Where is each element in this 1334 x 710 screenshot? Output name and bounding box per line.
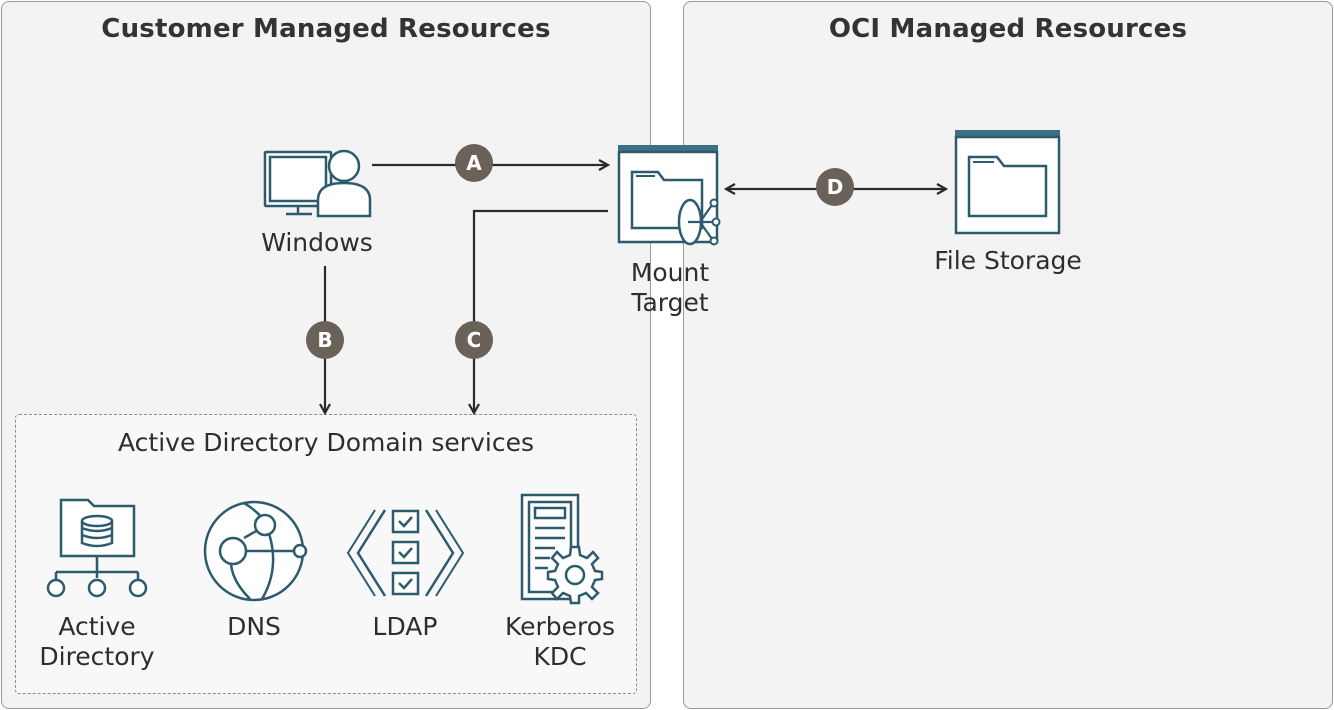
badge-b-label: B [317,328,332,352]
dns-icon [203,500,308,602]
ldap-icon [346,509,465,597]
mount-target-label: Mount Target [630,258,710,317]
file-storage-label: File Storage [934,246,1082,275]
kerberos-kdc-icon [520,493,604,605]
windows-label: Windows [261,228,373,257]
kerberos-kdc-label: Kerberos KDC [504,612,616,671]
active-directory-label: Active Directory [39,612,155,671]
badge-a: A [455,144,493,182]
badge-b: B [306,321,344,359]
oci-panel-title: OCI Managed Resources [828,14,1188,44]
oci-managed-panel: OCI Managed Resources [683,1,1333,709]
file-storage-icon [954,130,1061,235]
dns-label: DNS [227,612,281,641]
windows-user-icon [263,149,372,218]
connector-c [474,209,608,413]
mount-target-icon [617,145,721,246]
ldap-label: LDAP [372,612,438,641]
badge-d-label: D [827,175,844,199]
badge-c: C [455,321,493,359]
ads-title: Active Directory Domain services [118,428,534,457]
customer-panel-title: Customer Managed Resources [101,14,551,44]
badge-c-label: C [467,328,482,352]
badge-d: D [816,168,854,206]
badge-a-label: A [466,151,482,175]
active-directory-icon [46,498,148,598]
